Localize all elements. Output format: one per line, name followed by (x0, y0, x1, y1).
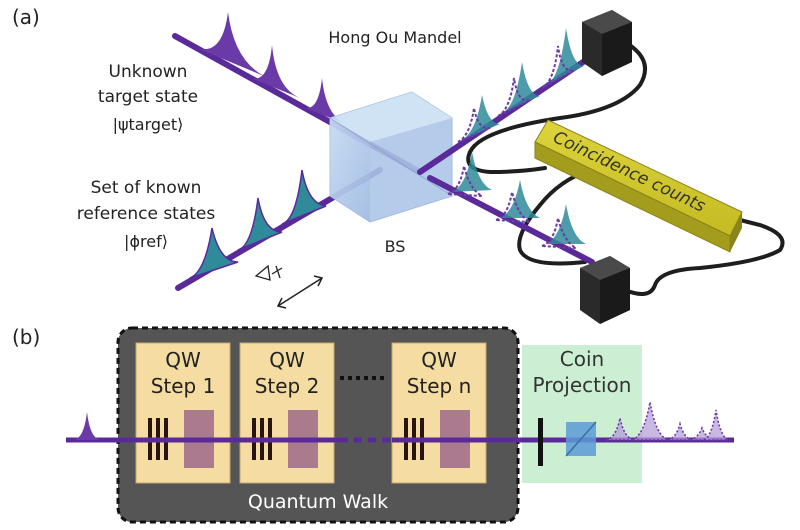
coincidence-counts-box (534, 119, 743, 253)
walk-output-pulses (605, 401, 729, 441)
coin-label-line1: Coin (560, 347, 604, 371)
panel-b-label: (b) (12, 325, 40, 349)
detector-cables (466, 40, 785, 296)
panel-a-label: (a) (12, 5, 40, 29)
coin-waveplate (538, 418, 543, 466)
delay-arrow (276, 275, 324, 309)
quantum-walk-label: Quantum Walk (248, 491, 388, 513)
upper-output-pulses (457, 28, 584, 143)
reference-label-line1: Set of known (91, 178, 202, 198)
reference-ket: |ϕref⟩ (124, 232, 168, 251)
qw-step-1-line1: QW (165, 348, 201, 372)
qw-step-1-box (135, 342, 231, 484)
qw-step-2-line1: QW (269, 348, 305, 372)
lower-detector (580, 256, 630, 324)
qw-step-1-line2: Step 1 (151, 374, 216, 398)
beam-splitter-cube (329, 91, 453, 223)
coin-pbs-cube (565, 421, 597, 457)
upper-detector (582, 10, 632, 76)
walk-input-pulse (74, 412, 100, 440)
reference-pulses (189, 169, 327, 279)
lower-output-pulses (447, 152, 586, 249)
qw-step-2-line2: Step 2 (255, 374, 320, 398)
hom-label: Hong Ou Mandel (328, 28, 461, 47)
delta-t-symbol (254, 264, 283, 281)
target-label-line2: target state (98, 87, 198, 107)
target-label-line1: Unknown (109, 62, 188, 82)
qw-step-n-line2: Step n (407, 374, 472, 398)
target-ket: |ψtarget⟩ (113, 115, 184, 134)
bs-label: BS (385, 237, 406, 256)
target-pulses (192, 12, 346, 124)
coin-label-line2: Projection (533, 373, 632, 397)
reference-label-line2: reference states (77, 204, 216, 224)
qw-step-n-line1: QW (421, 348, 457, 372)
